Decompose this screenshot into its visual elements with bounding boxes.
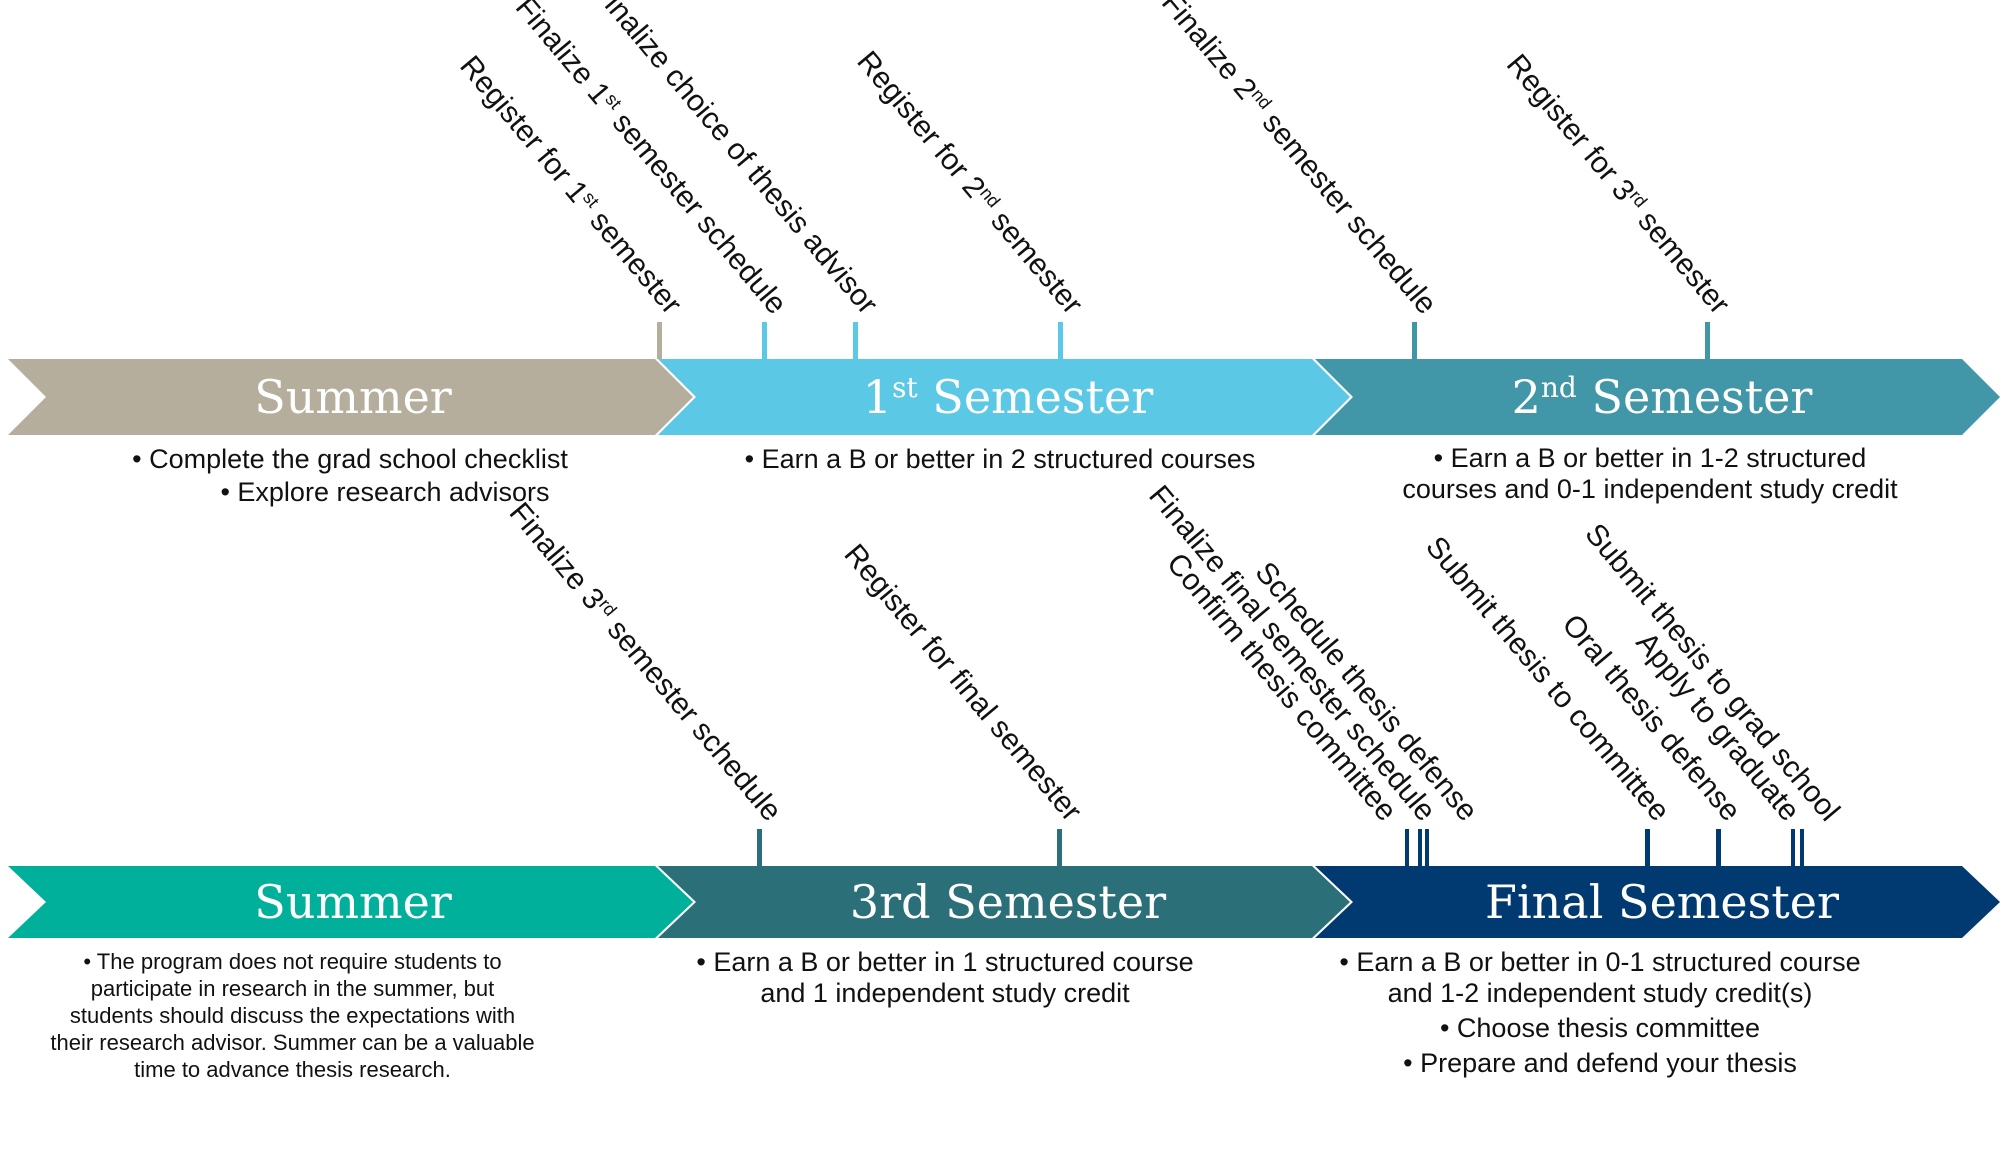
milestone-finalize-2nd: Finalize 2nd semester schedule bbox=[1155, 0, 1443, 320]
desc-line: • Choose thesis committee bbox=[1439, 1013, 1761, 1043]
tick-schedule-defense bbox=[1418, 829, 1422, 866]
tick-register-final bbox=[1057, 829, 1062, 866]
desc-line: and 1 independent study credit bbox=[760, 978, 1130, 1008]
arrow-semester-1 bbox=[658, 359, 1350, 435]
summer-2-description: • The program does not require students … bbox=[15, 948, 570, 1083]
desc-line: participate in research in the summer, b… bbox=[90, 976, 495, 1001]
tick-apply-graduate bbox=[1791, 829, 1795, 866]
desc-line: • Earn a B or better in 1 structured cou… bbox=[696, 947, 1194, 977]
phase-label-semester-2: 2nd Semester bbox=[1512, 370, 1813, 424]
tick-register-1st bbox=[657, 322, 662, 359]
final-semester-description: • Earn a B or better in 0-1 structured c… bbox=[1285, 947, 1915, 1079]
arrow-final-semester bbox=[1315, 866, 2000, 938]
phase-label-summer-1: Summer bbox=[254, 370, 452, 424]
semester-3-description: • Earn a B or better in 1 structured cou… bbox=[640, 947, 1250, 1009]
semester-2-description: • Earn a B or better in 1-2 structured c… bbox=[1300, 443, 2000, 505]
tick-oral-defense bbox=[1716, 829, 1721, 866]
milestone-finalize-3rd: Finalize 3rd semester schedule bbox=[503, 496, 788, 827]
arrow-semester-2 bbox=[1315, 359, 2000, 435]
tick-submit-committee bbox=[1645, 829, 1650, 866]
desc-line: • Earn a B or better in 2 structured cou… bbox=[744, 444, 1256, 474]
desc-line: courses and 0-1 independent study credit bbox=[1402, 474, 1898, 504]
desc-line: • Complete the grad school checklist bbox=[132, 444, 568, 474]
tick-finalize-1st bbox=[762, 322, 767, 359]
milestone-finalize-final: Finalize final semester schedule bbox=[1142, 479, 1442, 827]
arrow-summer-2 bbox=[8, 866, 693, 938]
desc-line: and 1-2 independent study credit(s) bbox=[1387, 978, 1813, 1008]
tick-finalize-2nd bbox=[1412, 322, 1417, 359]
tick-confirm-committee bbox=[1425, 829, 1429, 866]
desc-line: • The program does not require students … bbox=[83, 949, 502, 974]
tick-finalize-advisor bbox=[853, 322, 858, 359]
desc-line: • Prepare and defend your thesis bbox=[1403, 1048, 1797, 1078]
tick-register-3rd bbox=[1705, 322, 1710, 359]
milestone-register-final: Register for final semester bbox=[838, 538, 1088, 827]
summer-1-description: • Complete the grad school checklist • E… bbox=[20, 443, 680, 509]
tick-register-2nd bbox=[1058, 322, 1063, 359]
tick-submit-grad-school bbox=[1800, 829, 1804, 866]
arrow-semester-3 bbox=[658, 866, 1350, 938]
desc-line: • Earn a B or better in 0-1 structured c… bbox=[1339, 947, 1861, 977]
desc-line: time to advance thesis research. bbox=[134, 1057, 451, 1082]
phase-label-semester-1: 1st Semester bbox=[863, 370, 1153, 424]
desc-line: students should discuss the expectations… bbox=[69, 1003, 516, 1028]
phase-label-summer-2: Summer bbox=[254, 875, 452, 929]
arrow-summer-1 bbox=[8, 359, 693, 435]
tick-finalize-final bbox=[1405, 829, 1409, 866]
milestone-register-2nd: Register for 2nd semester bbox=[850, 45, 1089, 320]
desc-line: • Explore research advisors bbox=[220, 477, 550, 507]
semester-1-description: • Earn a B or better in 2 structured cou… bbox=[640, 443, 1360, 476]
tick-finalize-3rd bbox=[757, 829, 762, 866]
desc-line: their research advisor. Summer can be a … bbox=[50, 1030, 535, 1055]
milestone-register-3rd: Register for 3rd semester bbox=[1500, 48, 1736, 320]
phase-label-semester-3: 3rd Semester bbox=[850, 875, 1166, 929]
phase-label-final-semester: Final Semester bbox=[1485, 875, 1839, 929]
desc-line: • Earn a B or better in 1-2 structured bbox=[1433, 443, 1867, 473]
milestone-register-1st: Register for 1st semester bbox=[453, 50, 688, 321]
